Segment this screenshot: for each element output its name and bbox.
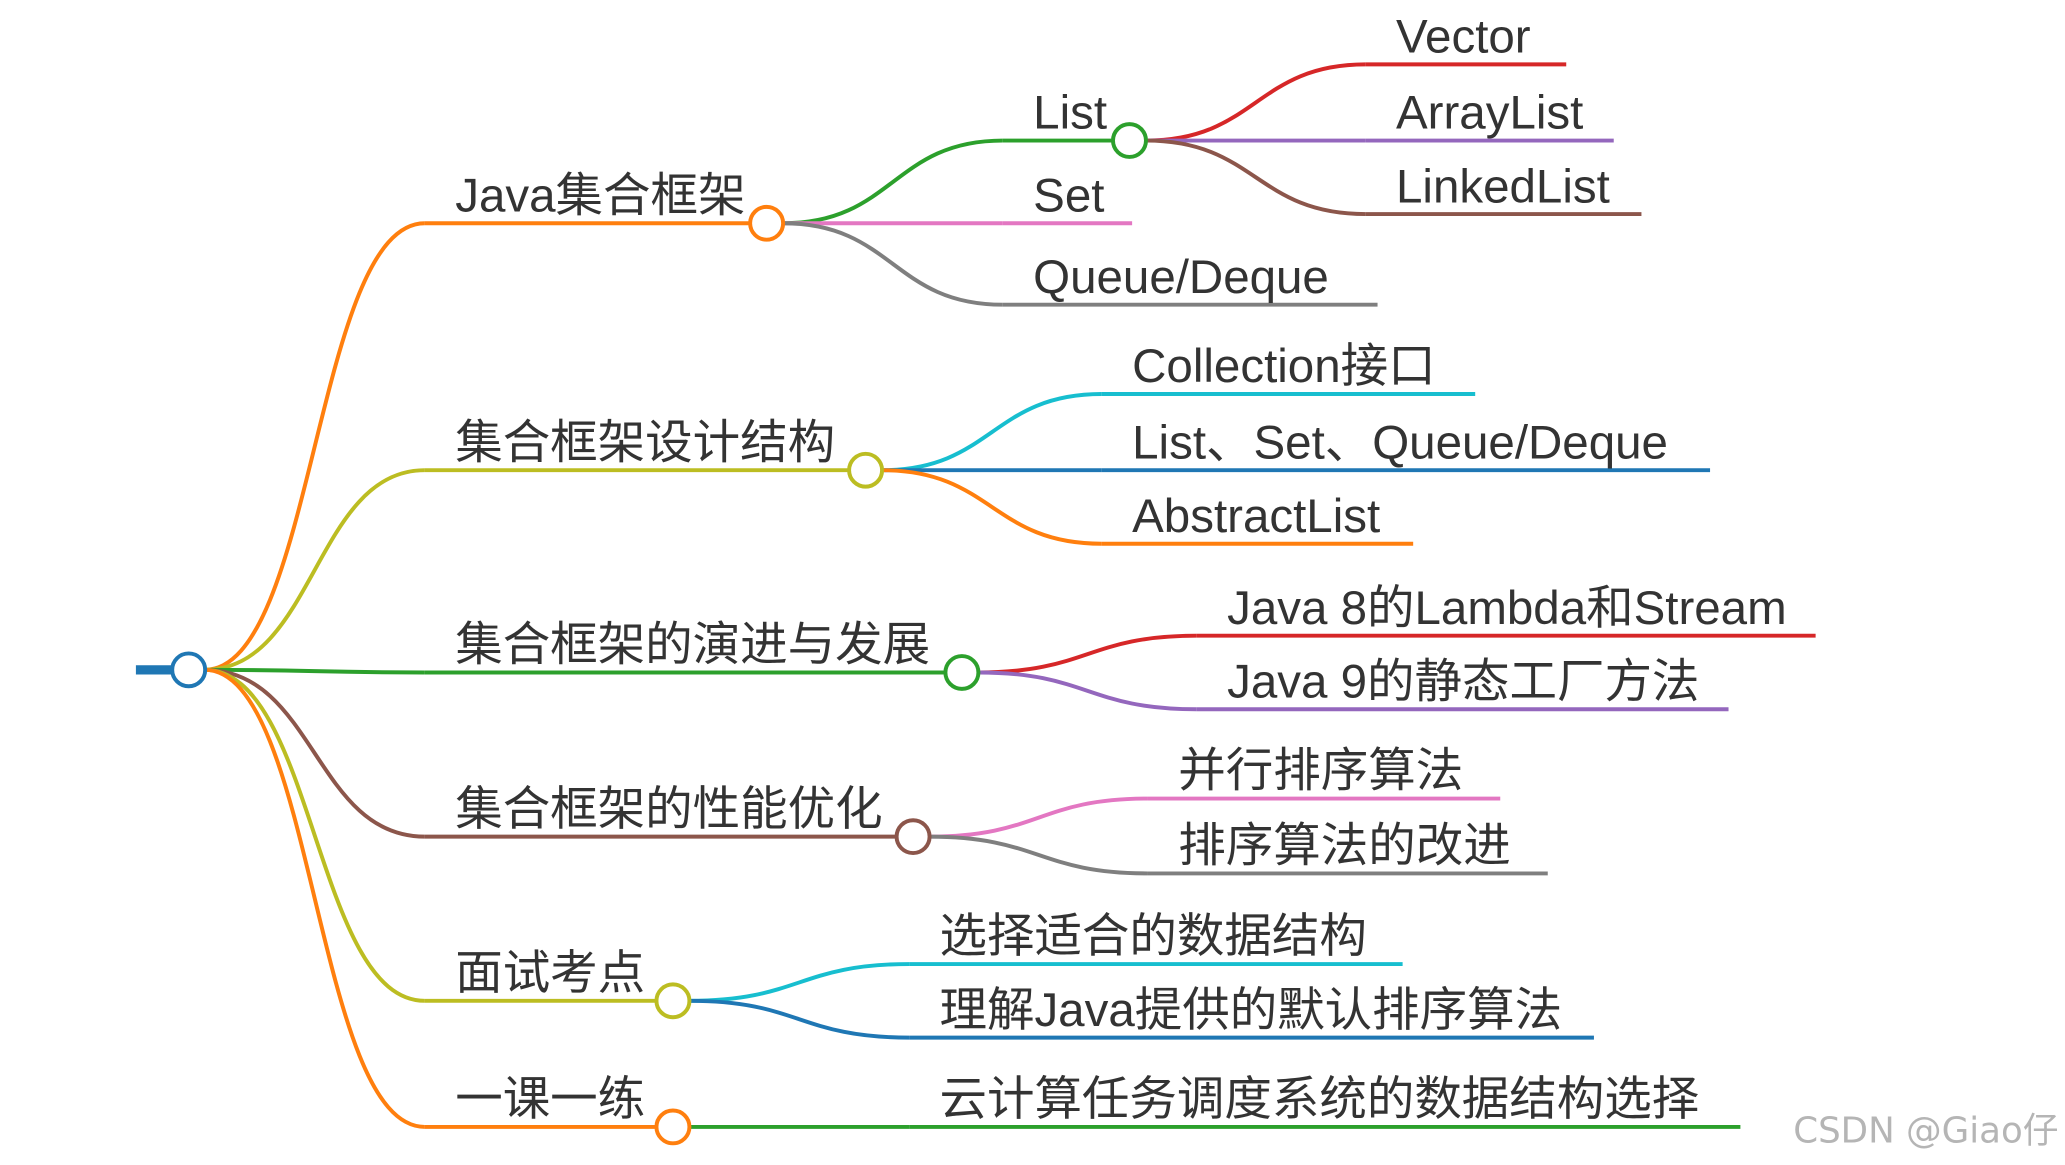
node-label-1: Java集合框架 [455,170,745,223]
connector-1-1-3 [1145,138,1366,217]
node-label-1-3: Queue/Deque [1033,251,1329,304]
node-circle-5 [654,982,692,1020]
node-label-2-2: List、Set、Queue/Deque [1132,416,1668,469]
node-circle-6 [654,1108,692,1146]
node-label-1-1-2: ArrayList [1396,87,1583,140]
node-label-5-2: 理解Java提供的默认排序算法 [939,984,1562,1037]
node-label-5: 面试考点 [455,947,645,1000]
node-label-6-1: 云计算任务调度系统的数据结构选择 [939,1073,1699,1126]
node-label-4-2: 排序算法的改进 [1178,820,1510,873]
connector-2-1 [882,392,1102,473]
connector-2-3 [882,468,1102,546]
connector-6 [204,667,425,1129]
connector-1-1 [783,138,1003,226]
connector-3 [204,667,425,675]
connector-layer [204,62,1366,1129]
node-label-6: 一课一练 [455,1073,645,1126]
root-node [135,651,208,689]
connector-3-2 [978,670,1197,712]
connector-3-1 [978,633,1197,675]
node-label-3: 集合框架的演进与发展 [455,619,930,672]
node-label-1-1-3: LinkedList [1396,160,1610,213]
node-circle-layer [654,122,1148,1146]
connector-1-3 [783,221,1003,307]
node-label-2-1: Collection接口 [1132,340,1435,393]
csdn-watermark: CSDN @Giao仔 [1793,1111,2058,1152]
node-circle-1-1 [1111,122,1148,159]
node-circle-2 [847,451,885,489]
node-label-4-1: 并行排序算法 [1178,745,1463,798]
connector-5 [204,667,425,1003]
node-circle-1 [748,204,786,242]
node-label-2: 集合框架设计结构 [455,416,835,469]
node-label-1-2: Set [1033,170,1104,223]
node-circle-3 [943,654,981,691]
connector-4 [204,667,425,839]
connector-5-1 [689,962,910,1003]
connector-2 [204,468,425,672]
node-label-2-3: AbstractList [1132,490,1380,543]
underline-layer [424,62,1816,1129]
node-circle-4 [894,818,932,856]
connector-5-2 [689,998,910,1040]
connector-4-1 [929,796,1148,839]
node-label-5-1: 选择适合的数据结构 [939,910,1366,963]
root-node-circle [170,651,208,689]
connector-4-2 [929,834,1148,876]
node-label-3-2: Java 9的静态工厂方法 [1227,656,1699,709]
connector-1 [204,221,425,672]
node-label-3-1: Java 8的Lambda和Stream [1227,582,1787,635]
node-label-1-1: List [1033,87,1107,140]
node-label-4: 集合框架的性能优化 [455,783,882,836]
connector-1-1-1 [1145,62,1366,143]
node-label-1-1-1: Vector [1396,11,1531,64]
